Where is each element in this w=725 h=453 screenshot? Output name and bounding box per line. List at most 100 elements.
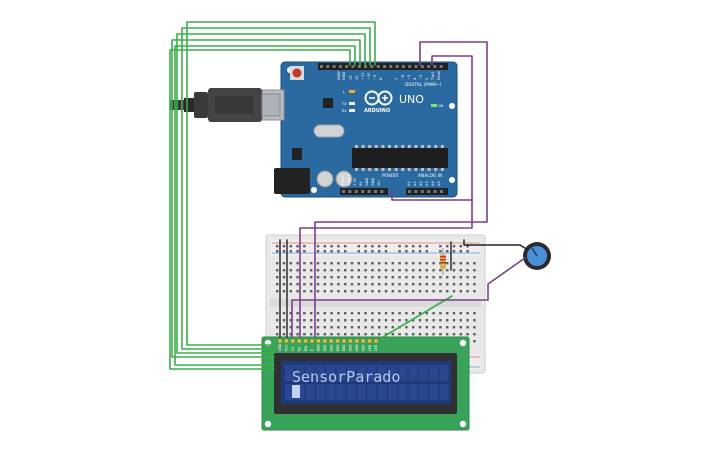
rail-hole xyxy=(384,250,388,253)
breadboard-hole xyxy=(405,319,408,322)
breadboard-hole xyxy=(357,319,360,322)
breadboard-hole xyxy=(303,262,306,265)
pin-label-5v: 5V xyxy=(359,181,363,186)
rail-hole xyxy=(384,245,388,248)
ic-pin xyxy=(407,145,411,148)
breadboard-hole xyxy=(405,276,408,279)
header-hole xyxy=(389,65,393,68)
lcd-pin xyxy=(335,338,340,344)
breadboard-hole xyxy=(398,262,401,265)
wire-purple-3[interactable] xyxy=(299,199,473,338)
rail-hole xyxy=(282,250,286,253)
breadboard-hole xyxy=(344,319,347,322)
breadboard-hole xyxy=(337,319,340,322)
wire-green-6[interactable] xyxy=(169,49,351,370)
pin-label-gnd-b: GND xyxy=(371,178,375,186)
breadboard-hole xyxy=(316,283,320,286)
breadboard-hole xyxy=(371,312,374,315)
header-hole xyxy=(439,65,443,68)
pin-label-ioref: IOREF xyxy=(341,175,345,186)
wire-purple-1[interactable] xyxy=(314,41,488,338)
breadboard-hole xyxy=(405,269,408,272)
rail-hole xyxy=(405,250,408,253)
breadboard-hole xyxy=(378,269,381,272)
potentiometer-knob[interactable] xyxy=(527,246,547,266)
potentiometer[interactable] xyxy=(523,242,551,270)
breadboard-hole xyxy=(323,269,326,272)
breadboard-hole xyxy=(405,333,408,336)
breadboard-hole xyxy=(323,326,326,329)
breadboard-hole xyxy=(425,269,428,272)
led-l xyxy=(349,90,355,93)
rail-hole xyxy=(303,250,306,253)
breadboard-hole xyxy=(289,319,292,322)
usb-chip xyxy=(323,98,333,108)
breadboard-hole xyxy=(337,269,340,272)
breadboard-hole xyxy=(391,333,394,336)
wire-green-led[interactable] xyxy=(382,295,453,338)
wire-purple-pot[interactable] xyxy=(291,257,526,338)
lcd-pin xyxy=(328,338,334,344)
breadboard-hole xyxy=(323,312,326,315)
rail-hole xyxy=(452,245,456,248)
breadboard-hole xyxy=(378,290,381,293)
wire-green-2[interactable] xyxy=(181,27,371,350)
ic-pin xyxy=(381,168,385,171)
lcd-cell xyxy=(418,384,428,400)
rail-hole xyxy=(276,250,279,253)
breadboard-hole xyxy=(378,312,381,315)
breadboard-hole xyxy=(276,319,279,322)
reset-button[interactable] xyxy=(292,68,302,78)
breadboard-top-rail xyxy=(270,240,481,256)
breadboard-hole xyxy=(405,326,408,329)
breadboard-hole xyxy=(276,269,279,272)
breadboard-hole xyxy=(412,319,415,322)
breadboard-hole xyxy=(282,276,286,279)
breadboard-hole xyxy=(357,276,360,279)
power-label: POWER xyxy=(382,173,398,179)
lcd-cell xyxy=(315,365,325,381)
lcd-cell xyxy=(285,384,294,400)
breadboard-hole xyxy=(398,269,401,272)
pin-label-a5: A5 xyxy=(437,181,441,186)
wire-green-4[interactable] xyxy=(171,39,361,358)
breadboard-hole xyxy=(371,269,374,272)
wire-purple-2[interactable] xyxy=(391,55,473,201)
breadboard-hole xyxy=(446,276,449,279)
breadboard-hole xyxy=(316,312,320,315)
pin-label-5: ~5 xyxy=(407,75,411,80)
lcd-pin xyxy=(354,338,360,344)
arduino-uno-board[interactable]: AREF GND 13 12 ~11 ~10 ~9 8 7 ~6 ~5 4 ~3… xyxy=(261,61,458,198)
breadboard-hole xyxy=(452,276,456,279)
header-hole xyxy=(420,190,424,193)
analog-header xyxy=(406,188,448,195)
wire-black-3[interactable] xyxy=(463,239,529,251)
pin-label-12: 12 xyxy=(355,75,359,80)
lcd-pin-label: DB4 xyxy=(342,344,346,351)
breadboard-hole xyxy=(337,326,340,329)
wires xyxy=(169,21,529,370)
rail-hole xyxy=(418,250,422,253)
header-hole xyxy=(320,65,323,68)
header-hole xyxy=(427,190,431,193)
lcd-pin-header xyxy=(277,338,379,344)
breadboard-hole xyxy=(350,319,354,322)
breadboard-hole xyxy=(303,283,306,286)
breadboard-hole xyxy=(303,290,306,293)
header-hole xyxy=(357,65,361,68)
breadboard-hole xyxy=(282,290,286,293)
header-hole xyxy=(348,190,352,193)
breadboard-hole xyxy=(310,283,313,286)
atmega-chip xyxy=(352,148,448,168)
breadboard-hole xyxy=(473,269,476,272)
wire-green-3[interactable] xyxy=(176,33,366,354)
breadboard-hole xyxy=(296,276,299,279)
wire-green-1[interactable] xyxy=(186,21,376,346)
breadboard-hole xyxy=(364,333,367,336)
ic-pin xyxy=(434,168,438,171)
resistor[interactable] xyxy=(440,248,446,275)
rail-hole xyxy=(371,250,374,253)
wire-green-5[interactable] xyxy=(174,45,356,366)
